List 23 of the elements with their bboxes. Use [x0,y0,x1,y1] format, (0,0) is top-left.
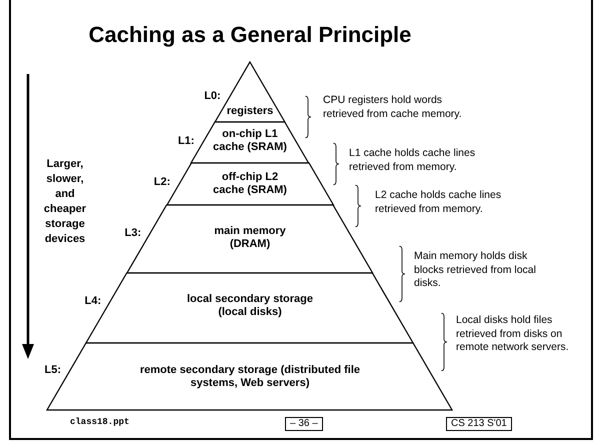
page-number: – 36 – [285,417,323,431]
annotation: Main memory holds disk blocks retrieved from local disks. [414,250,537,290]
slide-title: Caching as a General Principle [88,22,412,48]
pyramid-level [86,273,414,343]
level-label: L2: [154,176,170,190]
level-label: L1: [178,135,194,148]
level-label: L3: [124,226,142,240]
annotation: L2 cache holds cache lines retrieved from memory. [375,189,502,216]
pyramid-level [47,343,453,410]
level-label: L5: [44,364,61,378]
level-name: registers [226,105,274,118]
level-name: off-chip L2 cache (SRAM) [212,171,288,197]
level-label: L4: [84,295,102,308]
level-name: on-chip L1 cache (SRAM) [212,128,288,154]
side-note: Larger, slower, and cheaper storage devices [42,157,88,247]
level-name: remote secondary storage (distributed file systems, Web servers) [138,364,362,390]
level-name: local secondary storage (local disks) [186,293,314,319]
level-label: L0: [204,90,221,103]
annotation: Local disks hold files retrieved from disks on remote network servers. [456,314,570,354]
course-label: CS 213 S'01 [446,417,512,431]
level-name: main memory (DRAM) [213,225,287,251]
annotation: CPU registers hold words retrieved from cache memory. [323,94,463,121]
annotation: L1 cache holds cache lines retrieved from memory. [349,147,476,174]
